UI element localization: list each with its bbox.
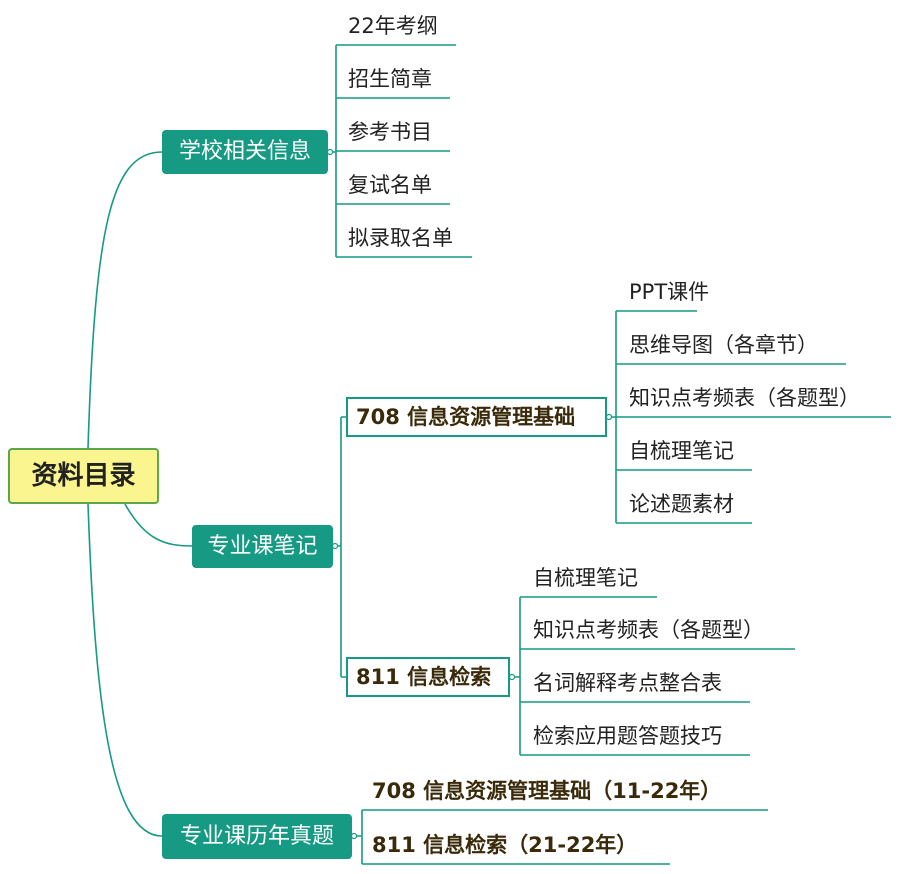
category-past-exams[interactable]: 专业课历年真题 [162,814,352,859]
subgroup-708[interactable]: 708 信息资源管理基础 [346,397,607,437]
leaf-school-syllabus[interactable]: 22年考纲 [348,14,438,38]
leaf-708-mindmap[interactable]: 思维导图（各章节） [629,333,818,357]
leaf-708-essay-material[interactable]: 论述题素材 [629,492,734,516]
leaf-school-reading-list[interactable]: 参考书目 [348,120,432,144]
leaf-708-ppt[interactable]: PPT课件 [629,280,710,304]
leaf-school-retest-list[interactable]: 复试名单 [348,173,432,197]
leaf-811-frequency-table[interactable]: 知识点考频表（各题型） [533,618,764,642]
leaf-811-term-table[interactable]: 名词解释考点整合表 [533,671,722,695]
leaf-708-frequency-table[interactable]: 知识点考频表（各题型） [629,386,860,410]
connector-root-notes [124,503,193,547]
leaf-811-answer-tips[interactable]: 检索应用题答题技巧 [533,724,722,748]
root-node[interactable]: 资料目录 [8,448,159,504]
category-course-notes[interactable]: 专业课笔记 [192,525,333,568]
connector-root-exams [87,503,163,837]
leaf-exams-708[interactable]: 708 信息资源管理基础（11-22年） [372,779,722,803]
subgroup-811[interactable]: 811 信息检索 [346,657,510,697]
category-school-info[interactable]: 学校相关信息 [162,130,328,174]
connector-root-school [87,151,163,449]
leaf-708-self-notes[interactable]: 自梳理笔记 [629,439,734,463]
leaf-school-admission-list[interactable]: 拟录取名单 [348,226,453,250]
leaf-811-self-notes[interactable]: 自梳理笔记 [533,566,638,590]
leaf-exams-811[interactable]: 811 信息检索（21-22年） [372,833,638,857]
leaf-school-brochure[interactable]: 招生简章 [348,67,432,91]
